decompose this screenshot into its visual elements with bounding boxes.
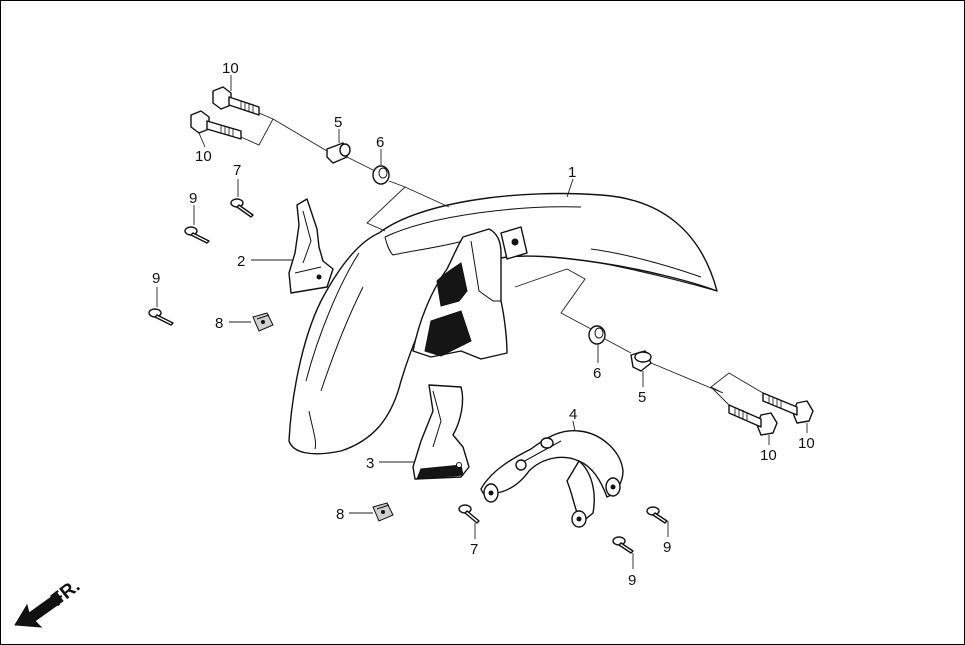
callout-3: 3 <box>366 455 374 472</box>
grommet-upper <box>372 165 390 185</box>
collar-upper <box>326 142 351 164</box>
callout-10-right-lower: 10 <box>760 447 777 464</box>
screw-9-d <box>612 536 634 554</box>
callout-1: 1 <box>568 164 576 181</box>
screw-7-upper <box>230 198 254 218</box>
bolt-10-top <box>212 86 260 116</box>
bolt-10-right-upper <box>762 392 814 424</box>
callout-10-middle: 10 <box>195 148 212 165</box>
callout-8-upper: 8 <box>215 315 223 332</box>
lower-cover <box>412 384 470 480</box>
leader-lines <box>156 75 808 569</box>
fender-brace <box>480 430 624 528</box>
upper-cover <box>288 198 334 294</box>
callout-8-lower: 8 <box>336 506 344 523</box>
screw-9-b <box>148 308 174 326</box>
screw-9-a <box>184 226 210 244</box>
grommet-lower <box>588 325 606 345</box>
callout-4: 4 <box>569 406 577 423</box>
callout-labels: 10 10 5 6 1 7 9 2 9 8 3 8 4 6 5 10 10 7 … <box>152 60 815 589</box>
collar-lower <box>630 350 652 372</box>
callout-10-right-upper: 10 <box>798 435 815 452</box>
clip-nut-8-lower <box>372 502 394 522</box>
callout-9-c: 9 <box>663 539 671 556</box>
bolt-10-middle <box>190 110 242 140</box>
callout-5-upper: 5 <box>334 114 342 131</box>
callout-10-top: 10 <box>222 60 239 77</box>
bolt-10-right-lower <box>728 404 778 436</box>
callout-7-lower: 7 <box>470 541 478 558</box>
arrow-down-left-icon <box>14 592 64 628</box>
front-fender <box>288 192 718 455</box>
callout-6-lower: 6 <box>593 365 601 382</box>
callout-7-upper: 7 <box>233 162 241 179</box>
screw-9-c <box>646 506 668 524</box>
callout-9-d: 9 <box>628 572 636 589</box>
callout-2: 2 <box>237 253 245 270</box>
callout-9-b: 9 <box>152 270 160 287</box>
callout-9-a: 9 <box>189 190 197 207</box>
callout-5-lower: 5 <box>638 389 646 406</box>
clip-nut-8-upper <box>252 312 274 332</box>
screw-7-lower <box>458 504 480 524</box>
callout-6-upper: 6 <box>376 134 384 151</box>
front-direction-indicator: FR. <box>14 576 84 628</box>
